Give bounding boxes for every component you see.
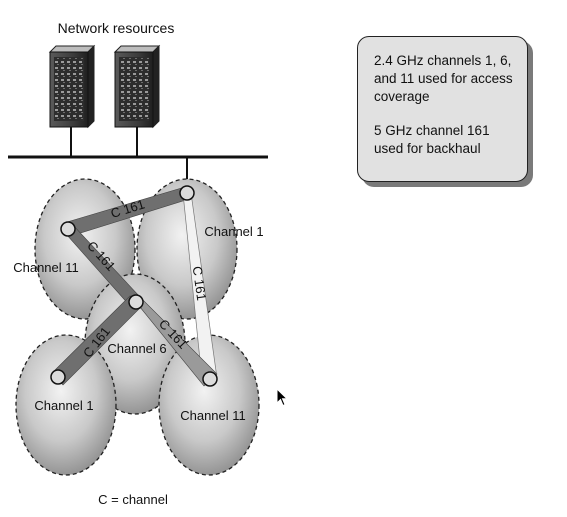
link-label-vertical: C 161 bbox=[190, 265, 210, 301]
mesh-node-top-left bbox=[60, 221, 76, 237]
mouse-cursor-icon bbox=[276, 388, 289, 407]
coverage-cell-channel-1-top bbox=[136, 178, 238, 320]
cell-label-channel-6: Channel 6 bbox=[107, 341, 166, 356]
coverage-cell-channel-11-bottom bbox=[158, 334, 260, 476]
note-access-coverage: 2.4 GHz channels 1, 6, and 11 used for a… bbox=[374, 53, 513, 104]
coverage-cell-channel-1-bottom bbox=[15, 334, 117, 476]
server-rack-icon bbox=[113, 44, 161, 129]
mesh-node-bottom-right bbox=[202, 371, 218, 387]
network-resources-label: Network resources bbox=[58, 20, 175, 36]
cell-label-channel-11-top: Channel 11 bbox=[13, 260, 79, 275]
cell-label-channel-1-top: Channel 1 bbox=[204, 224, 263, 239]
cell-label-channel-1-bottom: Channel 1 bbox=[34, 398, 93, 413]
note-box: 2.4 GHz channels 1, 6, and 11 used for a… bbox=[357, 36, 528, 182]
mesh-node-bottom-left bbox=[50, 369, 66, 385]
note-backhaul: 5 GHz channel 161 used for backhaul bbox=[374, 123, 490, 156]
mesh-node-root bbox=[179, 185, 195, 201]
legend-text: C = channel bbox=[98, 492, 168, 507]
server-rack-icon bbox=[48, 44, 96, 129]
mesh-node-middle bbox=[128, 294, 144, 310]
cell-label-channel-11-bottom: Channel 11 bbox=[180, 408, 246, 423]
